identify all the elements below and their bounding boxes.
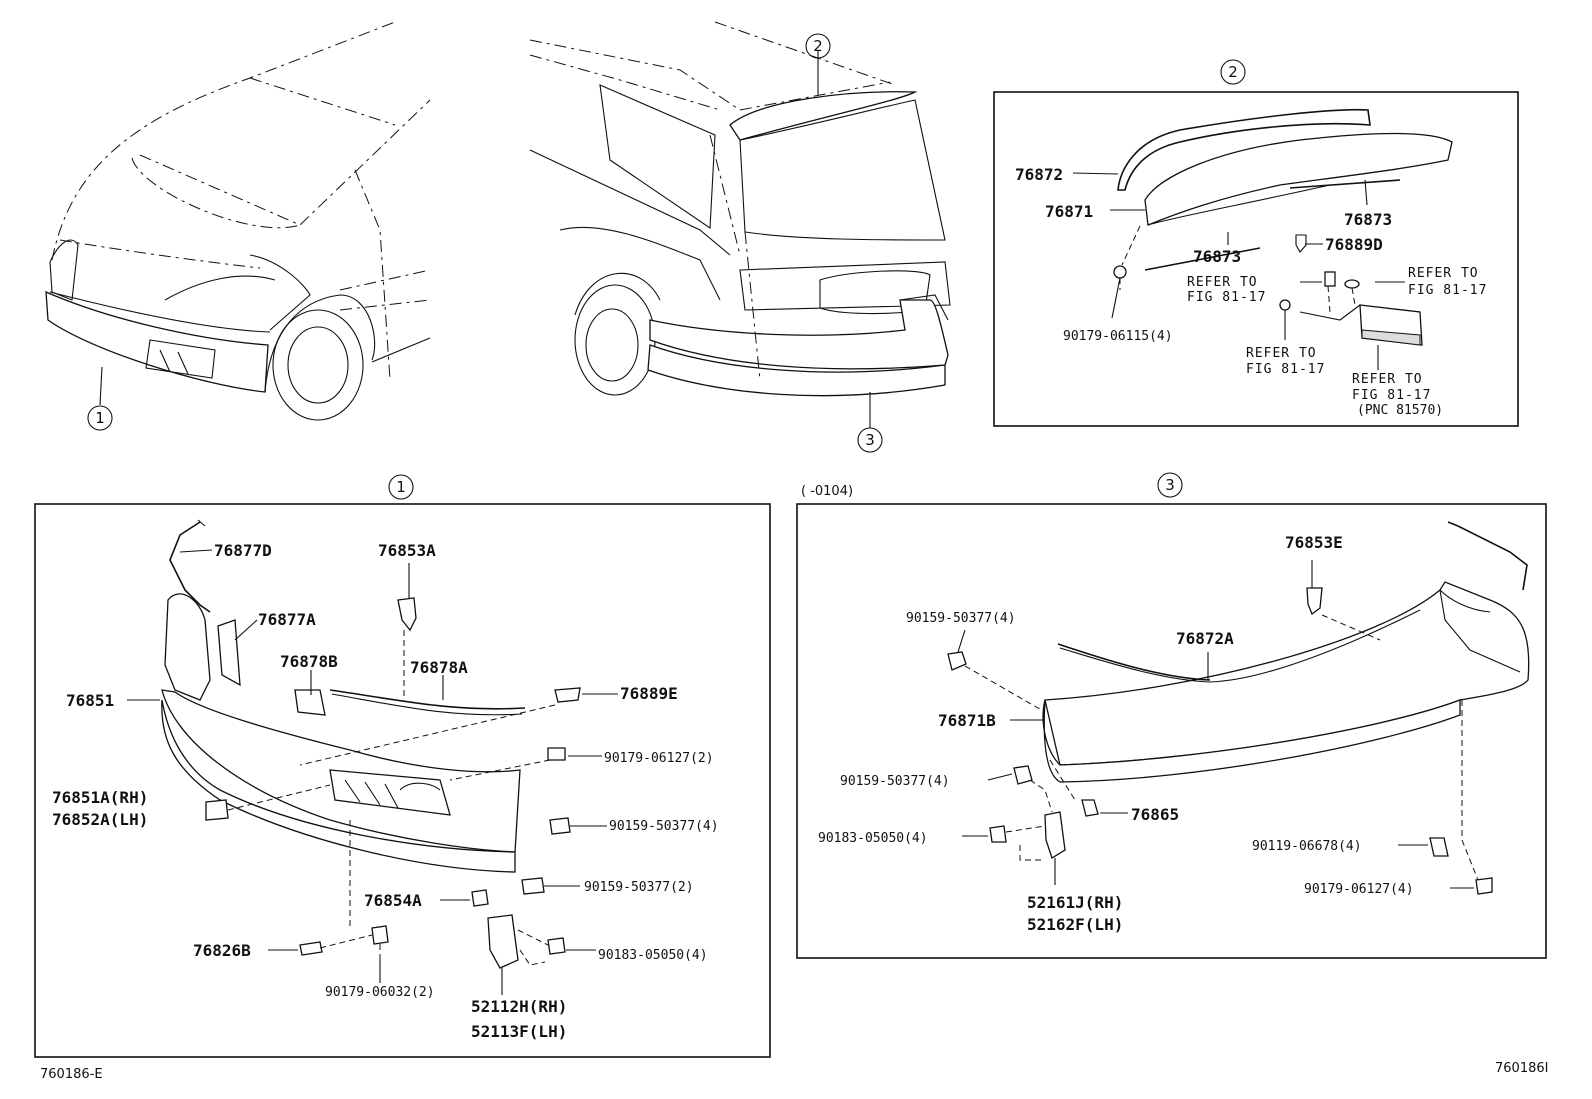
label-76853E: 76853E <box>1285 533 1343 552</box>
refer-to-2: REFER TO <box>1408 266 1479 281</box>
label-90159-50377-2: 90159-50377(2) <box>584 880 694 895</box>
rear-bumper-panel: ( -0104) 3 76853E <box>796 472 1547 959</box>
label-76872: 76872 <box>1015 165 1063 184</box>
label-76854A: 76854A <box>364 891 422 910</box>
refer-to-1: REFER TO <box>1187 275 1258 290</box>
front-bumper-frame <box>34 503 771 1058</box>
refer-pnc-4: (PNC 81570) <box>1357 403 1443 418</box>
refer-to-4: REFER TO <box>1352 372 1423 387</box>
callout-2-vehicle: 2 <box>813 37 823 55</box>
label-90119-06678: 90119-06678(4) <box>1252 839 1362 854</box>
label-52162F-lh: 52162F(LH) <box>1027 915 1123 934</box>
callout-3-vehicle: 3 <box>865 431 875 449</box>
spoiler-panel: 2 76872 76871 76873 76873 76889D 90179-0… <box>993 59 1519 427</box>
callout-1-top: 1 <box>95 409 105 427</box>
label-76871B: 76871B <box>938 711 996 730</box>
label-52112H-rh: 52112H(RH) <box>471 997 567 1016</box>
label-90183-05050: 90183-05050(4) <box>598 948 708 963</box>
label-90179-06127-rear: 90179-06127(4) <box>1304 882 1414 897</box>
label-90159-50377-a: 90159-50377(4) <box>906 611 1016 626</box>
rear-bumper-frame <box>796 503 1547 959</box>
label-90179-06127: 90179-06127(2) <box>604 751 714 766</box>
label-90159-50377-b: 90159-50377(4) <box>840 774 950 789</box>
label-76852A-lh: 76852A(LH) <box>52 810 148 829</box>
refer-fig-2: FIG 81-17 <box>1408 283 1487 298</box>
label-52161J-rh: 52161J(RH) <box>1027 893 1123 912</box>
label-52113F-lh: 52113F(LH) <box>471 1022 567 1041</box>
callout-3-panel: 3 <box>1165 476 1175 494</box>
label-90179-06032: 90179-06032(2) <box>325 985 435 1000</box>
label-76889D: 76889D <box>1325 235 1383 254</box>
footer-left-code: 760186-E <box>40 1067 103 1082</box>
label-90179-06115: 90179-06115(4) <box>1063 329 1173 344</box>
label-76877D: 76877D <box>214 541 272 560</box>
date-range: ( -0104) <box>801 484 853 499</box>
label-76871: 76871 <box>1045 202 1093 221</box>
callout-2-panel: 2 <box>1228 63 1238 81</box>
label-76851: 76851 <box>66 691 114 710</box>
label-76878A: 76878A <box>410 658 468 677</box>
label-76872A: 76872A <box>1176 629 1234 648</box>
refer-to-3: REFER TO <box>1246 346 1317 361</box>
label-76853A: 76853A <box>378 541 436 560</box>
label-76873-a: 76873 <box>1344 210 1392 229</box>
refer-fig-4: FIG 81-17 <box>1352 388 1431 403</box>
label-76889E: 76889E <box>620 684 678 703</box>
label-76865: 76865 <box>1131 805 1179 824</box>
spoiler-panel-frame <box>993 91 1519 427</box>
vehicle-front-view: 1 <box>45 21 431 431</box>
front-bumper-panel: 1 <box>34 474 771 1058</box>
label-76851A-rh: 76851A(RH) <box>52 788 148 807</box>
footer-right-code: 760186I <box>1495 1061 1548 1076</box>
refer-fig-1: FIG 81-17 <box>1187 290 1266 305</box>
label-76877A: 76877A <box>258 610 316 629</box>
vehicle-rear-view: 2 3 <box>529 21 951 453</box>
label-90183-05050-rear: 90183-05050(4) <box>818 831 928 846</box>
refer-fig-3: FIG 81-17 <box>1246 362 1325 377</box>
label-90159-50377-4: 90159-50377(4) <box>609 819 719 834</box>
label-76826B: 76826B <box>193 941 251 960</box>
label-76878B: 76878B <box>280 652 338 671</box>
callout-1-panel: 1 <box>396 478 406 496</box>
label-76873-b: 76873 <box>1193 247 1241 266</box>
